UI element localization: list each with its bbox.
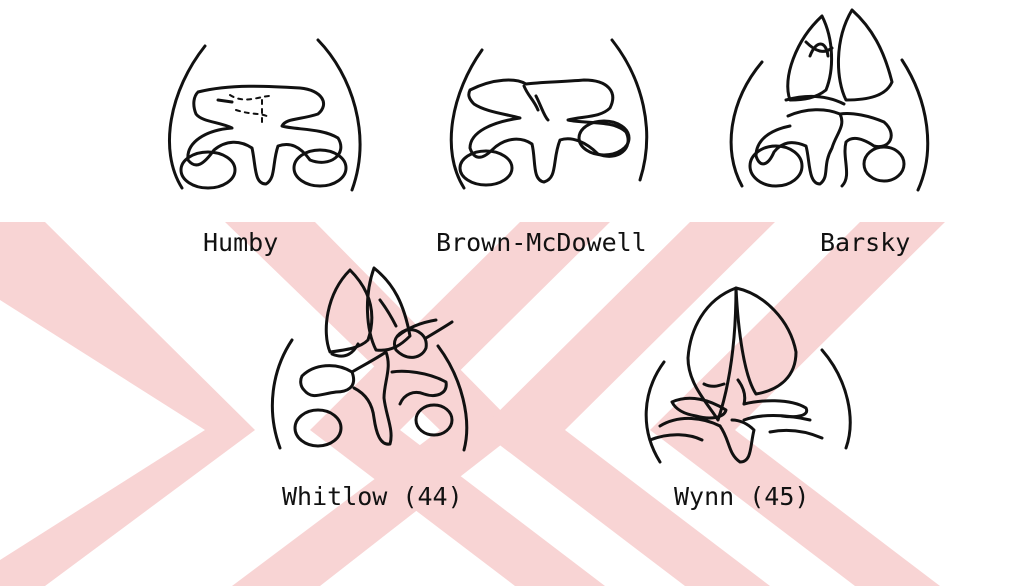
brown-mcdowell-sketch bbox=[451, 40, 646, 188]
caption-barsky: Barsky bbox=[820, 228, 910, 257]
humby-sketch bbox=[169, 40, 359, 190]
watermark-logo bbox=[0, 222, 945, 586]
caption-wynn: Wynn (45) bbox=[674, 482, 809, 511]
caption-humby: Humby bbox=[203, 228, 278, 257]
barsky-sketch bbox=[731, 10, 928, 190]
caption-whitlow: Whitlow (44) bbox=[282, 482, 463, 511]
caption-brown-mcdowell: Brown-McDowell bbox=[436, 228, 647, 257]
